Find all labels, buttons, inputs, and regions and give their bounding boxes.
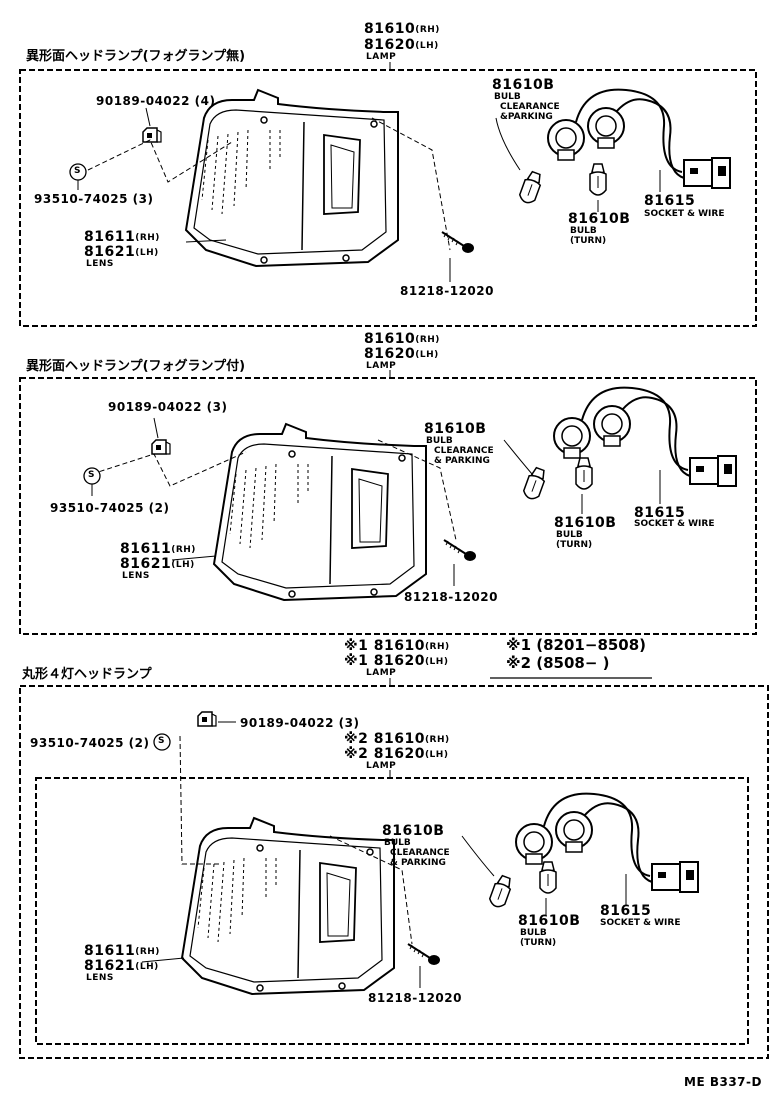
- lens-lh-1: 81621(LH): [84, 244, 159, 260]
- lamp2-name-3: LAMP: [366, 761, 397, 771]
- socket-name-3: SOCKET & WIRE: [600, 918, 681, 928]
- lens-lh-2: 81621(LH): [120, 556, 195, 572]
- clip-3: [197, 711, 217, 727]
- bulb-clearance-pn-2: 81610B: [424, 421, 487, 437]
- clip-label-3: 90189-04022 (3): [240, 716, 360, 730]
- lamp-name-2: LAMP: [366, 361, 397, 371]
- s-mark-2: S: [88, 470, 95, 480]
- screw-1: [441, 231, 475, 254]
- s-mark-1: S: [74, 166, 81, 176]
- lamp-rh-2: 81610(RH): [364, 331, 440, 347]
- clip-2: [151, 439, 171, 455]
- clip-label-1: 90189-04022 (4): [96, 94, 216, 108]
- bulb-turn-1: [589, 163, 607, 196]
- socket-wire-1: [547, 88, 731, 189]
- lens-3: [181, 817, 395, 995]
- lens-2: [213, 423, 427, 601]
- screw-label-1: 81218-12020: [400, 284, 494, 298]
- socket-pn-3: 81615: [600, 903, 652, 919]
- lens-lh-3: 81621(LH): [84, 958, 159, 974]
- lamp2-lh-3: ※2 81620(LH): [344, 746, 449, 762]
- lens-1: [185, 89, 399, 267]
- bulb-clearance-3: [487, 873, 515, 910]
- socket-pn-2: 81615: [634, 505, 686, 521]
- bulb-clearance-pn-3: 81610B: [382, 823, 445, 839]
- bulb-clearance-l2-2: CLEARANCE: [434, 446, 494, 456]
- lens-name-2: LENS: [122, 571, 150, 581]
- clip-1: [142, 127, 162, 143]
- s-mark-3: S: [158, 736, 165, 746]
- diagram-code: ME B337-D: [684, 1075, 762, 1089]
- bulb-turn-pn-1: 81610B: [568, 211, 631, 227]
- bulb-turn-l2-3: (TURN): [520, 938, 557, 948]
- socket-pn-1: 81615: [644, 193, 696, 209]
- bulb-turn-l2-2: (TURN): [556, 540, 593, 550]
- bulb-clearance-1: [517, 169, 545, 206]
- lamp-lh-1: 81620(LH): [364, 37, 439, 53]
- bulb-turn-pn-2: 81610B: [554, 515, 617, 531]
- legend-row-2: ※2 (8508− ): [506, 654, 610, 672]
- socket-name-1: SOCKET & WIRE: [644, 209, 725, 219]
- lamp-lh-2: 81620(LH): [364, 346, 439, 362]
- lamp-lh-3: ※1 81620(LH): [344, 653, 449, 669]
- section-title-1: 異形面ヘッドランプ(フォグランプ無): [26, 49, 246, 64]
- bulb-clearance-l3-1: &PARKING: [500, 112, 553, 122]
- lens-name-3: LENS: [86, 973, 114, 983]
- screw-3: [407, 943, 441, 966]
- bulb-turn-l1-2: BULB: [556, 530, 583, 540]
- bulb-turn-l1-3: BULB: [520, 928, 547, 938]
- socket-name-2: SOCKET & WIRE: [634, 519, 715, 529]
- bulb-clearance-l1-2: BULB: [426, 436, 453, 446]
- bulb-clearance-l2-3: CLEARANCE: [390, 848, 450, 858]
- bulb-clearance-pn-1: 81610B: [492, 77, 555, 93]
- section-title-2: 異形面ヘッドランプ(フォグランプ付): [26, 359, 246, 374]
- bulb-clearance-l1-1: BULB: [494, 92, 521, 102]
- lamp-rh-3: ※1 81610(RH): [344, 638, 450, 654]
- bulb-turn-l2-1: (TURN): [570, 236, 607, 246]
- bulb-turn-2: [575, 457, 593, 490]
- section-title-3: 丸形４灯ヘッドランプ: [22, 667, 152, 682]
- clip-label-2: 90189-04022 (3): [108, 400, 228, 414]
- screw-s-label-2: 93510-74025 (2): [50, 501, 170, 515]
- legend-row-1: ※1 (8201−8508): [506, 636, 647, 654]
- lens-name-1: LENS: [86, 259, 114, 269]
- screw-2: [443, 539, 477, 562]
- bulb-turn-l1-1: BULB: [570, 226, 597, 236]
- bulb-turn-3: [539, 861, 557, 894]
- bulb-clearance-l2-1: CLEARANCE: [500, 102, 560, 112]
- lens-rh-3: 81611(RH): [84, 943, 160, 959]
- lamp-rh-1: 81610(RH): [364, 21, 440, 37]
- bulb-clearance-l3-2: & PARKING: [434, 456, 490, 466]
- screw-s-label-3: 93510-74025 (2): [30, 736, 150, 750]
- screw-label-2: 81218-12020: [404, 590, 498, 604]
- lamp-name-3: LAMP: [366, 668, 397, 678]
- bulb-clearance-2: [521, 465, 549, 502]
- bulb-clearance-l3-3: & PARKING: [390, 858, 446, 868]
- lamp2-rh-3: ※2 81610(RH): [344, 731, 450, 747]
- lens-rh-1: 81611(RH): [84, 229, 160, 245]
- lens-rh-2: 81611(RH): [120, 541, 196, 557]
- screw-label-3: 81218-12020: [368, 991, 462, 1005]
- bulb-turn-pn-3: 81610B: [518, 913, 581, 929]
- lamp-name-1: LAMP: [366, 52, 397, 62]
- bulb-clearance-l1-3: BULB: [384, 838, 411, 848]
- screw-s-label-1: 93510-74025 (3): [34, 192, 154, 206]
